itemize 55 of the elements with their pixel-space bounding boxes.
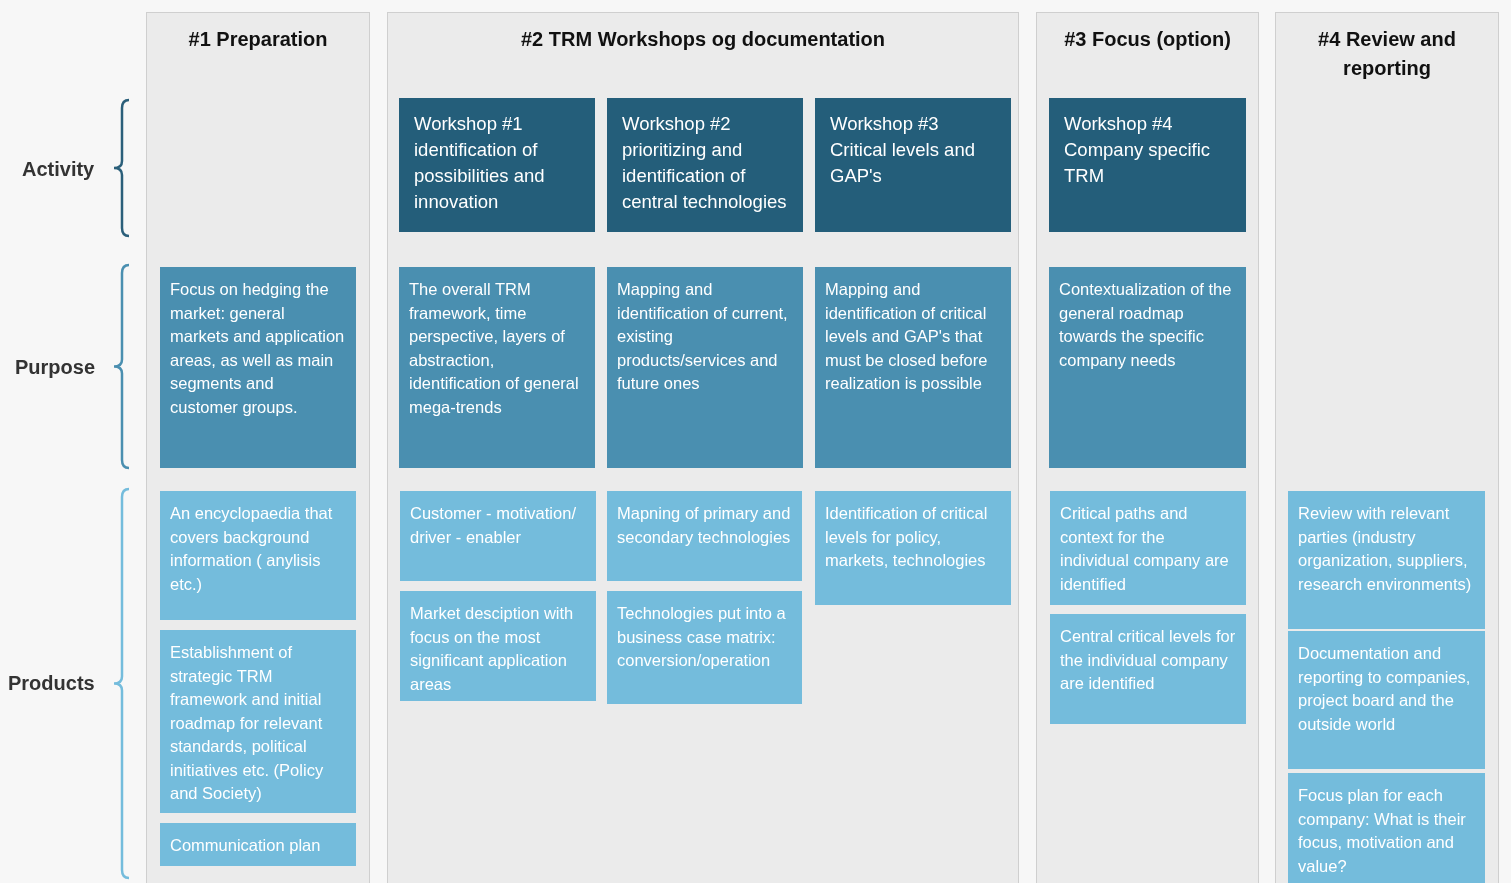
- content-box: [815, 98, 1011, 232]
- content-box: [160, 267, 356, 468]
- content-box: [815, 267, 1011, 468]
- content-box: [607, 591, 802, 704]
- box-text: Focus on hedging the market: general markets and application areas, as well as main segments and customer groups.: [170, 279, 346, 418]
- content-box: [1049, 98, 1246, 232]
- box-text: Critical paths and context for the individual company are identified: [1060, 503, 1230, 595]
- content-box: [1288, 773, 1485, 883]
- column-heading: #2 TRM Workshops og documentation: [519, 27, 887, 52]
- box-text: The overall TRM framework, time perspective, layers of abstraction, identification of general mega-trends: [409, 279, 580, 418]
- phase-column: [1036, 12, 1259, 883]
- content-box: [400, 591, 596, 701]
- box-text: Establishment of strategic TRM framework and initial roadmap for relevant standards, political initiatives etc. (Policy and Society): [170, 642, 325, 804]
- content-box: [1288, 491, 1485, 629]
- content-box: [399, 267, 595, 468]
- content-box: [1288, 631, 1485, 769]
- box-text: Customer - motivation/ driver - enabler: [410, 503, 577, 548]
- row-label: Purpose: [15, 356, 96, 379]
- box-text: Central critical levels for the individual company are identified: [1060, 626, 1236, 694]
- column-heading: #3 Focus (option): [1063, 27, 1232, 52]
- row-label: Activity: [22, 158, 95, 181]
- phase-column: [146, 12, 370, 883]
- content-box: [399, 98, 595, 232]
- box-text: Identification of critical levels for policy, markets, technologies: [825, 503, 989, 571]
- box-text: Mapping and identification of current, existing products/services and future ones: [617, 279, 789, 394]
- box-text: Workshop #2 prioritizing and identification of central technologies: [622, 112, 788, 214]
- content-box: [1049, 267, 1246, 468]
- box-text: Contextualization of the general roadmap towards the specific company needs: [1059, 279, 1233, 371]
- box-text: Review with relevant parties (industry organization, suppliers, research environments): [1298, 503, 1473, 595]
- box-text: Focus plan for each company: What is their focus, motivation and value?: [1298, 785, 1467, 877]
- phase-column: [387, 12, 1019, 883]
- box-text: An encyclopaedia that covers background information ( anylisis etc.): [170, 503, 334, 595]
- box-text: Communication plan: [170, 835, 322, 856]
- content-box: [160, 491, 356, 620]
- content-box: [1050, 491, 1246, 605]
- row-label: Products: [8, 672, 95, 695]
- content-box: [1050, 614, 1246, 724]
- box-text: Workshop #4 Company specific TRM: [1064, 112, 1211, 188]
- box-text: Workshop #1 identification of possibilities and innovation: [414, 112, 546, 214]
- content-box: [607, 98, 803, 232]
- box-text: Documentation and reporting to companies, project board and the outside world: [1298, 643, 1472, 735]
- phase-column: [1275, 12, 1499, 883]
- content-box: [400, 491, 596, 581]
- box-text: Mapping and identification of critical levels and GAP's that must be closed before realization is possible: [825, 279, 989, 394]
- content-box: [815, 491, 1011, 605]
- content-box: [160, 630, 356, 813]
- content-box: [607, 491, 802, 581]
- box-text: Mapning of primary and secondary technologies: [617, 503, 792, 548]
- column-heading: #4 Review and reporting: [1317, 27, 1457, 81]
- box-text: Technologies put into a business case matrix: conversion/operation: [617, 603, 787, 671]
- content-box: [160, 823, 356, 866]
- box-text: Market desciption with focus on the most significant application areas: [410, 603, 575, 695]
- column-heading: #1 Preparation: [187, 27, 329, 52]
- box-text: Workshop #3 Critical levels and GAP's: [830, 112, 976, 188]
- content-box: [607, 267, 803, 468]
